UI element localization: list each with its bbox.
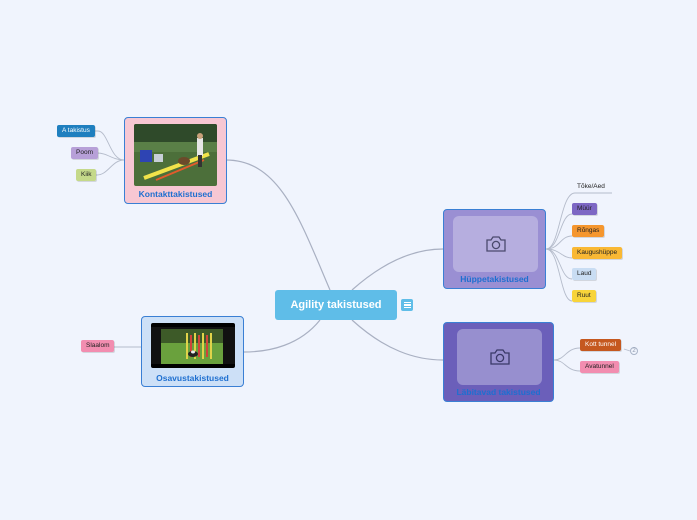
leaf-dog-walk[interactable]: Poom: [71, 147, 98, 159]
leaf-a-frame[interactable]: A takistus: [57, 125, 95, 137]
leaf-table[interactable]: Laud: [572, 268, 597, 280]
leaf-seesaw[interactable]: Kiik: [76, 169, 97, 181]
agility-weave-photo: [151, 323, 235, 368]
leaf-chute-tunnel[interactable]: Kott tunnel: [580, 339, 622, 351]
topic-skill-obstacles[interactable]: Osavustakistused: [141, 316, 244, 387]
leaf-open-tunnel[interactable]: Avatunnel: [580, 361, 619, 373]
topic-label: Kontakttakistused: [138, 189, 213, 199]
topic-label: Hüppetakistused: [460, 274, 529, 284]
leaf-tire[interactable]: Rõngas: [572, 225, 605, 237]
collapse-count-icon[interactable]: 2: [630, 347, 638, 355]
leaf-square[interactable]: Ruut: [572, 290, 596, 302]
image-placeholder: [453, 216, 538, 272]
topic-tunnel-obstacles[interactable]: Läbitavad takistused: [443, 322, 554, 402]
central-topic[interactable]: Agility takistused: [275, 290, 397, 320]
camera-icon: [485, 236, 506, 252]
topic-label: Osavustakistused: [156, 373, 229, 383]
leaf-wall[interactable]: Müür: [572, 203, 597, 215]
camera-icon: [489, 349, 510, 365]
topic-contact-obstacles[interactable]: Kontakttakistused: [124, 117, 227, 204]
topic-jump-obstacles[interactable]: Hüppetakistused: [443, 209, 546, 289]
notes-icon[interactable]: [401, 299, 413, 311]
central-topic-label: Agility takistused: [290, 299, 382, 311]
leaf-hurdle[interactable]: Tõke/Aed: [577, 183, 605, 190]
leaf-weave-poles[interactable]: Slaalom: [81, 340, 115, 352]
topic-label: Läbitavad takistused: [456, 387, 541, 397]
agility-seesaw-photo: [134, 124, 217, 186]
leaf-long-jump[interactable]: Kaugushüppe: [572, 247, 623, 259]
image-placeholder: [457, 329, 542, 385]
